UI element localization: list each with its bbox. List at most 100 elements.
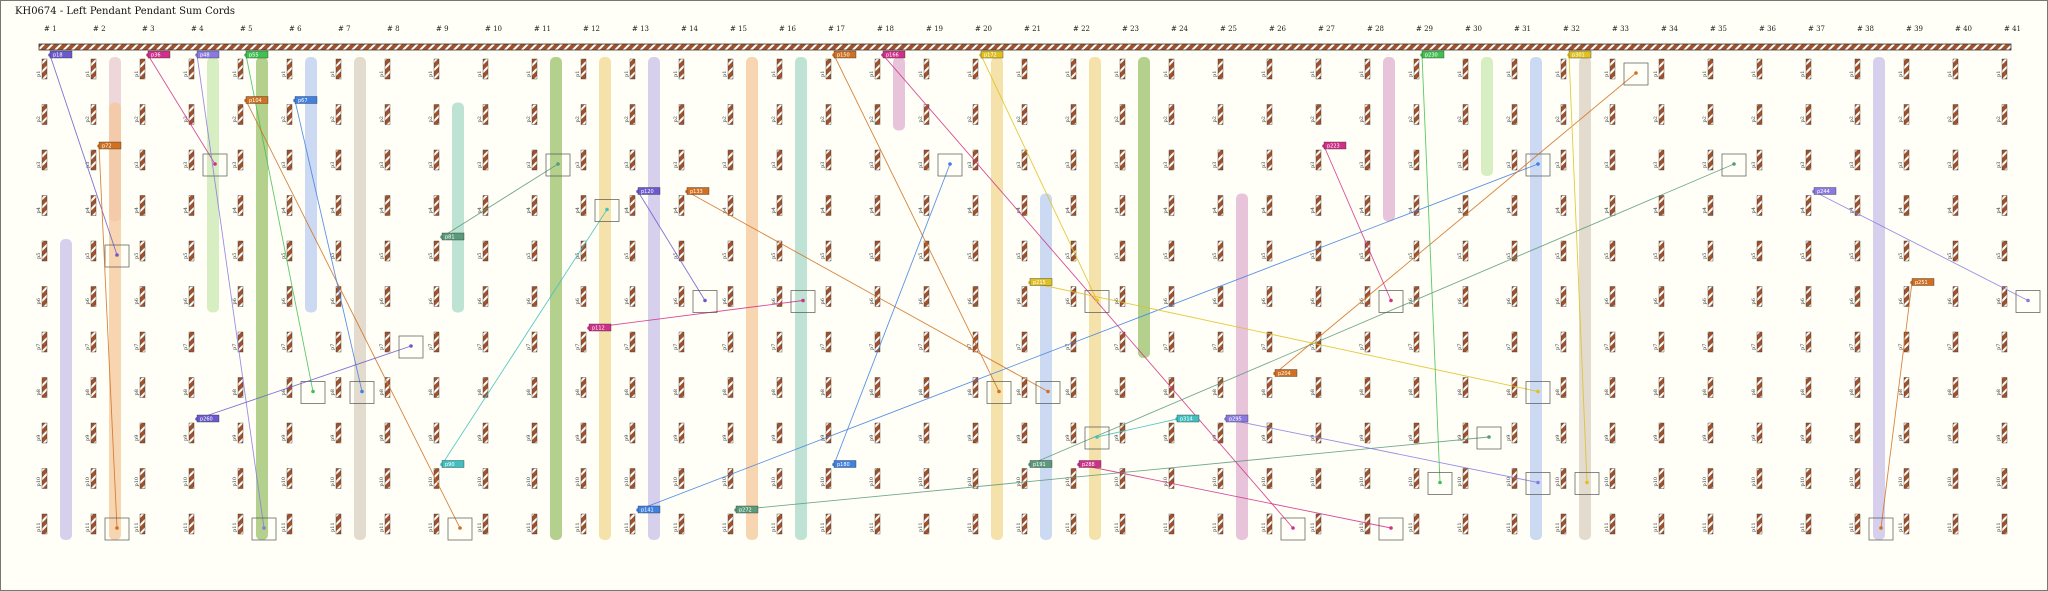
cord-label: p5 [1996, 253, 2002, 259]
cord-glyph [825, 286, 832, 307]
cord-glyph [727, 58, 734, 80]
cord-label: p4 [771, 207, 777, 213]
pendant-cord: p3 [134, 149, 146, 171]
link-tag [588, 323, 612, 332]
cord-glyph [1119, 377, 1126, 398]
sum-cord-link [637, 191, 706, 301]
cord-glyph [776, 240, 783, 262]
cord-glyph [335, 331, 342, 353]
cord-label: p1 [1359, 71, 1365, 77]
cord-glyph [237, 286, 244, 307]
cord-label: p9 [330, 435, 336, 441]
cord-label: p1 [918, 71, 924, 77]
pendant-cord: p5 [1016, 240, 1028, 262]
cord-glyph [2001, 286, 2008, 307]
cord-label: p1 [722, 71, 728, 77]
pendant-cord: p5 [36, 240, 48, 262]
cord-label: p9 [1457, 435, 1463, 441]
cord-label: p6 [1947, 298, 1953, 304]
cord-label: p11 [183, 522, 189, 532]
link-tag-label: p288 [1082, 462, 1095, 468]
cord-glyph [1609, 331, 1616, 353]
cord-glyph [335, 58, 342, 80]
pendant-cord: p7 [1163, 331, 1175, 353]
cord-label: p8 [330, 389, 336, 395]
link-tag [294, 96, 318, 104]
cord-label: p3 [1016, 162, 1022, 168]
cord-glyph [1413, 331, 1420, 353]
cord-label: p10 [722, 477, 728, 487]
cord-label: p7 [1261, 344, 1267, 350]
link-end-dot [605, 207, 609, 212]
pendant-cord: p5 [428, 240, 440, 262]
pendant-cord: p11 [281, 513, 293, 535]
pendant-cord: p5 [379, 240, 391, 262]
sum-cord-box [447, 517, 473, 541]
cord-label: p5 [1457, 253, 1463, 259]
cord-label: p2 [1996, 116, 2002, 122]
pendant-cord: p10 [624, 468, 636, 489]
cord-glyph [1756, 58, 1763, 80]
cord-glyph [1609, 240, 1616, 262]
link-tag-label: p251 [1915, 280, 1928, 286]
cord-label: p8 [1016, 389, 1022, 395]
cord-label: p3 [1604, 162, 1610, 168]
cord-glyph [286, 104, 293, 125]
cord-glyph [1119, 513, 1126, 535]
cord-label: p3 [869, 162, 875, 168]
primary-cord [38, 43, 2012, 51]
pendant-cord: p10 [1212, 468, 1224, 489]
link-tag-label: p314 [1180, 417, 1193, 423]
cord-label: p11 [232, 522, 238, 532]
pendant-cord: p11 [1016, 513, 1028, 535]
link-tag-label: p67 [298, 98, 308, 104]
pendant-cord: p7 [1212, 331, 1224, 353]
cord-glyph [874, 195, 881, 216]
pendant-cord: p2 [1702, 104, 1714, 125]
link-tag-label: p272 [739, 508, 752, 514]
cord-label: p5 [1016, 253, 1022, 259]
cord-glyph [1413, 104, 1420, 125]
cord-label: p9 [526, 435, 532, 441]
cord-glyph [1511, 149, 1518, 171]
sum-cord-link [588, 300, 804, 329]
cord-label: p1 [1555, 71, 1561, 77]
cord-glyph [286, 240, 293, 262]
pendant-cord: p5 [1555, 240, 1567, 262]
cord-glyph [139, 149, 146, 171]
cord-glyph [286, 149, 293, 171]
link-tag-label: p180 [837, 462, 850, 468]
pendant-cord: p11 [1261, 513, 1273, 535]
cord-label: p2 [85, 116, 91, 122]
pendant-cord: p3 [1408, 149, 1420, 171]
cord-label: p7 [428, 344, 434, 350]
pendant-cord: p2 [330, 104, 342, 125]
cord-label: p1 [330, 71, 336, 77]
pendant-cord: p8 [330, 377, 342, 398]
pendant-cord: p3 [36, 149, 48, 171]
link-tag [196, 50, 220, 59]
pendant-cord: p8 [1065, 377, 1077, 398]
cord-glyph [1021, 422, 1028, 444]
pendant-cord: p1 [624, 58, 636, 80]
pendant-cord: p1 [379, 58, 391, 80]
cord-glyph [1364, 58, 1371, 80]
pendant-cord: p4 [1702, 195, 1714, 216]
cord-glyph [1903, 195, 1910, 216]
cord-glyph [335, 422, 342, 444]
pendant-cord: p11 [1947, 513, 1959, 535]
link-tag [1176, 414, 1200, 423]
pendant-cord: p4 [526, 195, 538, 216]
column-band [1873, 57, 1885, 540]
cord-label: p5 [967, 253, 973, 259]
cord-label: p3 [771, 162, 777, 168]
link-end-dot [948, 162, 952, 166]
pendant-cord: p9 [134, 422, 146, 444]
cord-label: p11 [1408, 522, 1414, 532]
cord-glyph [1854, 331, 1861, 353]
pendant-cord: p8 [183, 377, 195, 398]
pendant-cord: p2 [1898, 104, 1910, 125]
pendant-cord: p10 [1359, 468, 1371, 489]
cord-label: p7 [1751, 344, 1757, 350]
cord-glyph [629, 195, 636, 216]
